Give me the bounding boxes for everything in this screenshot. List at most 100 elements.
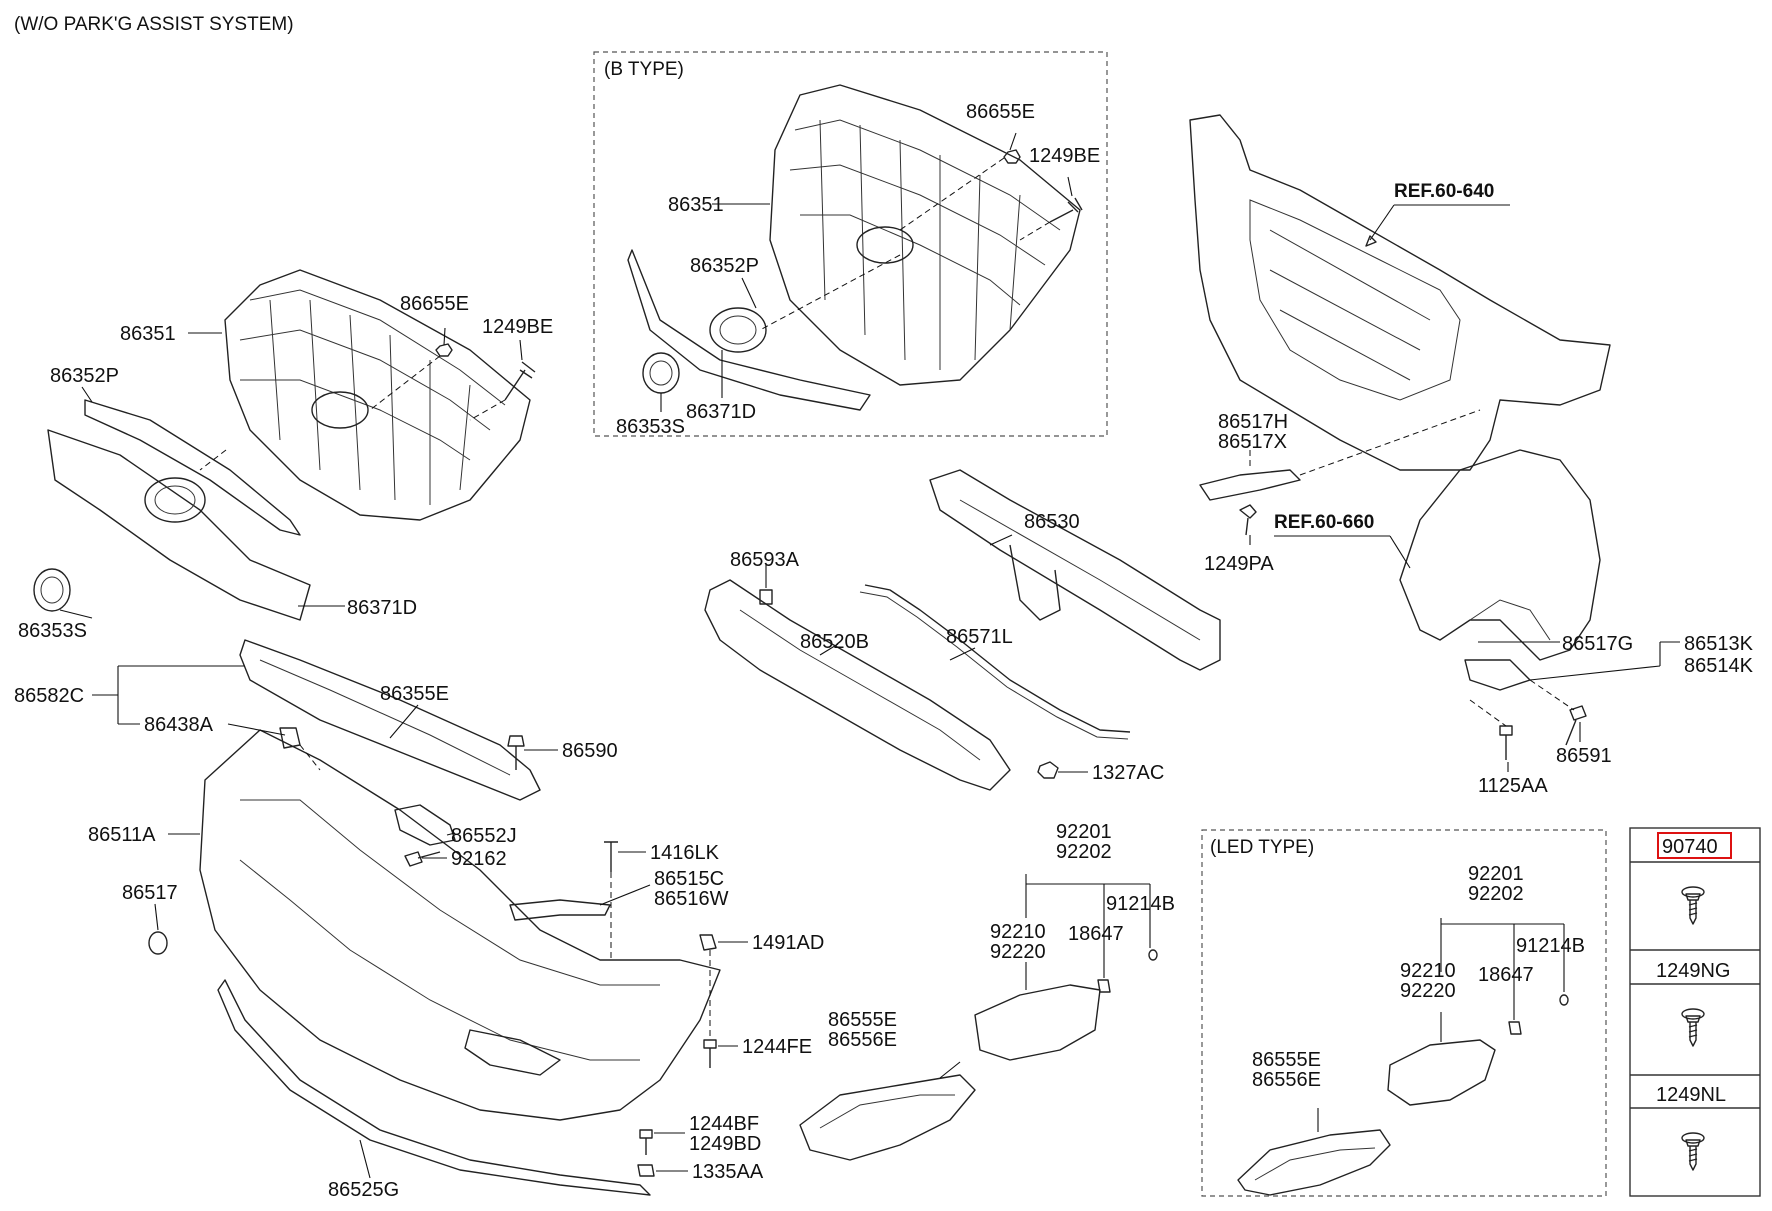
label-86371d-b: 86371D: [686, 401, 756, 423]
screw-1249pa: [1239, 504, 1257, 536]
fog-lamp: [974, 984, 1101, 1061]
label-86516w: 86516W: [654, 888, 729, 910]
emblem-main: [144, 477, 206, 523]
label-86590: 86590: [562, 740, 618, 762]
cap-86517: [148, 931, 168, 955]
label-1335aa: 1335AA: [692, 1161, 764, 1183]
label-86351-main: 86351: [120, 323, 176, 345]
label-86520b: 86520B: [800, 631, 869, 653]
socket-18647: [1097, 979, 1111, 993]
ref-60-640-label: REF.60-640: [1394, 181, 1494, 202]
led-type-box: [1201, 829, 1607, 1197]
label-led-92220: 92220: [1400, 980, 1456, 1002]
screw-1244fe: [703, 1039, 717, 1068]
label-1249pa: 1249PA: [1204, 553, 1274, 575]
bracket-86517g: [1464, 659, 1531, 691]
led-type-label: (LED TYPE): [1210, 837, 1314, 858]
label-86525g: 86525G: [328, 1179, 399, 1201]
label-86591: 86591: [1556, 745, 1612, 767]
label-92202: 92202: [1056, 841, 1112, 863]
ref-60-660: REF.60-660: [1274, 512, 1411, 569]
label-86514k: 86514K: [1684, 655, 1754, 677]
diagram-title: (W/O PARK'G ASSIST SYSTEM): [14, 14, 294, 35]
screw-icon: [1681, 1008, 1705, 1047]
radiator-grille-b: [769, 84, 1081, 386]
emblem-small-main: [33, 568, 71, 612]
ref-60-660-label: REF.60-660: [1274, 512, 1374, 533]
bumper-lower-lip: [217, 979, 651, 1196]
b-type-label: (B TYPE): [604, 59, 684, 80]
label-92210: 92210: [990, 921, 1046, 943]
label-92162: 92162: [451, 848, 507, 870]
pin-1416lk: [604, 841, 618, 872]
screw-86590: [507, 735, 525, 770]
led-bulb-91214b: [1559, 994, 1569, 1006]
label-led-92202: 92202: [1468, 883, 1524, 905]
grille-moulding-main: [47, 399, 311, 621]
label-led-86556e: 86556E: [1252, 1069, 1321, 1091]
bolt-86591: [1565, 705, 1587, 746]
label-86517g: 86517G: [1562, 633, 1633, 655]
label-86511a: 86511A: [88, 824, 156, 846]
label-92220: 92220: [990, 941, 1046, 963]
label-86582c: 86582C: [14, 685, 84, 707]
label-86371d-main: 86371D: [347, 597, 417, 619]
label-1416lk: 1416LK: [650, 842, 720, 864]
label-led-92210: 92210: [1400, 960, 1456, 982]
label-91214b: 91214B: [1106, 893, 1175, 915]
screw-b: [1049, 197, 1083, 223]
label-1491ad: 1491AD: [752, 932, 824, 954]
label-86517x: 86517X: [1218, 431, 1287, 453]
bulb-91214b: [1148, 949, 1158, 961]
energy-absorber: [704, 579, 1011, 791]
label-86353s-b: 86353S: [616, 416, 685, 438]
led-fog-lamp: [1387, 1039, 1496, 1106]
label-18647: 18647: [1068, 923, 1124, 945]
legend-item-1: 90740: [1662, 836, 1718, 858]
emblem-nut-b: [1003, 149, 1021, 164]
label-led-18647: 18647: [1478, 964, 1534, 986]
label-86517h: 86517H: [1218, 411, 1288, 433]
front-fender: [1399, 449, 1601, 661]
b-type-box: [593, 51, 1108, 437]
label-86353s-main: 86353S: [18, 620, 87, 642]
label-1249be-b: 1249BE: [1029, 145, 1100, 167]
radiator-support: [1189, 114, 1611, 471]
emblem-small-b: [642, 352, 680, 394]
bracket-86515c: [509, 899, 611, 921]
label-86438a: 86438A: [144, 714, 214, 736]
led-fog-lamp-bezel: [1237, 1129, 1391, 1196]
label-1244fe: 1244FE: [742, 1036, 812, 1058]
bracket-86517h: [1199, 469, 1301, 501]
label-86593a: 86593A: [730, 549, 800, 571]
led-socket-18647: [1508, 1021, 1522, 1035]
legend-highlight: [1657, 832, 1732, 859]
clip-1491ad: [699, 934, 717, 951]
fastener-legend: 90740 1249NG 1249NL: [1629, 827, 1761, 1197]
emblem-nut-main: [435, 343, 453, 357]
label-1244bf: 1244BF: [689, 1113, 759, 1135]
legend-item-3: 1249NL: [1656, 1084, 1726, 1106]
label-led-91214b: 91214B: [1516, 935, 1585, 957]
label-86517: 86517: [122, 882, 178, 904]
emblem-b: [709, 307, 767, 353]
label-86571l: 86571L: [946, 626, 1013, 648]
label-86355e: 86355E: [380, 683, 449, 705]
label-1249be-main: 1249BE: [482, 316, 553, 338]
grille-moulding-b: [627, 249, 871, 411]
label-86655e-main: 86655E: [400, 293, 469, 315]
label-86351-b: 86351: [668, 194, 724, 216]
label-92201: 92201: [1056, 821, 1112, 843]
screw-main: [504, 361, 536, 401]
label-led-92201: 92201: [1468, 863, 1524, 885]
label-86530: 86530: [1024, 511, 1080, 533]
label-led-86555e: 86555E: [1252, 1049, 1321, 1071]
label-1327ac: 1327AC: [1092, 762, 1164, 784]
clip-86593a: [759, 589, 773, 605]
label-86552j: 86552J: [451, 825, 517, 847]
clip-1335aa: [637, 1164, 655, 1177]
bumper-upper-cover: [239, 639, 541, 801]
screw-icon: [1681, 886, 1705, 925]
screw-1244bf: [639, 1129, 653, 1155]
